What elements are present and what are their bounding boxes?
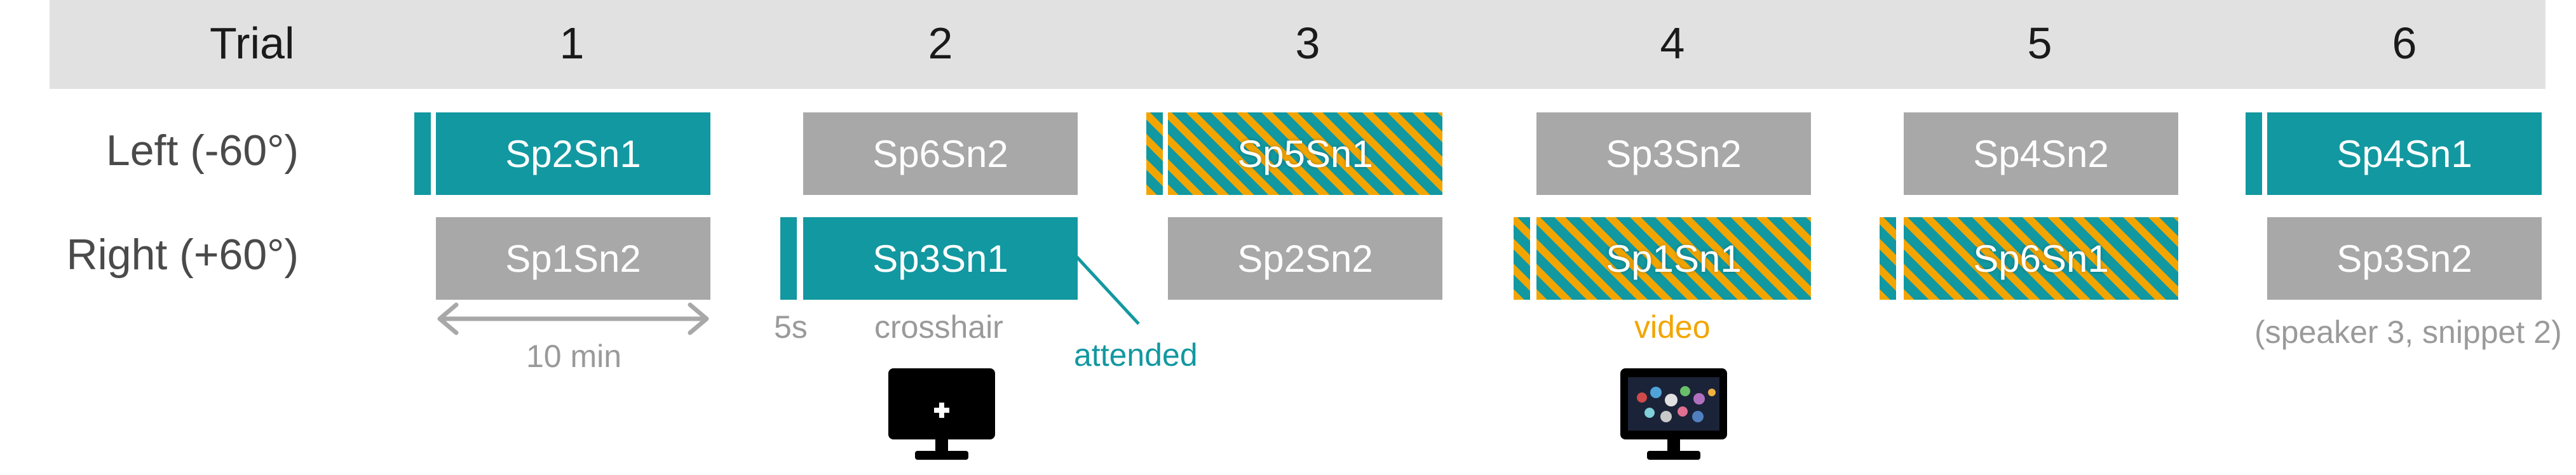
double-arrow-icon [437,302,709,335]
lead-marker-trial6-left [2246,112,2262,195]
video-label: video [1634,309,1711,345]
trial-number-6: 6 [2392,18,2417,68]
lead-marker-trial4-right [1514,217,1530,300]
trial-number-1: 1 [559,18,585,68]
stream-block-trial3-left: Sp5Sn1 [1168,112,1442,195]
trial-number-3: 3 [1295,18,1320,68]
stream-block-trial1-right: Sp1Sn2 [436,217,710,300]
lead-gap-trial3-left [1163,112,1168,195]
trial-number-4: 4 [1660,18,1685,68]
lead-gap-trial1-left [431,112,436,195]
lead-gap-trial2-right [798,217,803,300]
lead-gap-trial4-right [1531,217,1536,300]
duration-label: 10 min [526,338,622,374]
attended-label: attended [1074,337,1198,373]
lead-marker-trial5-right [1880,217,1896,300]
trial-number-2: 2 [928,18,953,68]
stream-block-trial4-left: Sp3Sn2 [1536,112,1811,195]
row-label-left: Left (-60°) [105,126,299,175]
speaker-note-label: (speaker 3, snippet 2) [2254,314,2562,350]
stream-block-trial6-left: Sp4Sn1 [2267,112,2542,195]
trial-header [50,0,2545,89]
lead-gap-trial5-right [1899,217,1904,300]
stream-block-trial3-right: Sp2Sn2 [1168,217,1442,300]
monitor-crosshair-icon [888,368,995,460]
stream-block-trial5-left: Sp4Sn2 [1904,112,2178,195]
monitor-video-icon [1620,368,1727,460]
trial-number-5: 5 [2027,18,2052,68]
stream-block-trial2-right: Sp3Sn1 [803,217,1078,300]
attended-connector-line [1075,255,1140,325]
lead-marker-trial3-left [1146,112,1163,195]
crosshair-label: crosshair [874,309,1003,345]
row-label-right: Right (+60°) [66,231,299,279]
trial-header-title: Trial [210,18,295,68]
stream-block-trial1-left: Sp2Sn1 [436,112,710,195]
stream-block-trial6-right: Sp3Sn2 [2267,217,2542,300]
lead-gap-trial6-left [2262,112,2267,195]
stream-block-trial5-right: Sp6Sn1 [1904,217,2178,300]
lead-marker-trial2-right [780,217,797,300]
lead-duration-label: 5s [774,309,808,345]
stream-block-trial4-right: Sp1Sn1 [1536,217,1811,300]
lead-marker-trial1-left [414,112,431,195]
stream-block-trial2-left: Sp6Sn2 [803,112,1078,195]
